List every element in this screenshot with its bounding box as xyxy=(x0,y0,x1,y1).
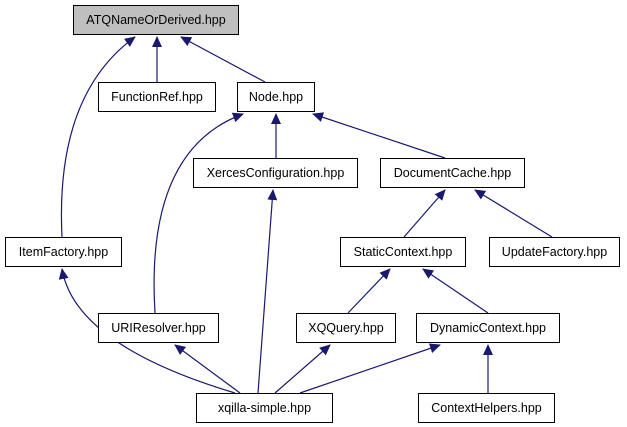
node-updatefactory[interactable]: UpdateFactory.hpp xyxy=(489,237,620,267)
edge-dynamiccontext-to-staticcontext xyxy=(422,268,489,314)
edge-xqillasimple-to-uriresolver xyxy=(174,344,241,394)
node-staticcontext[interactable]: StaticContext.hpp xyxy=(340,237,466,267)
node-xercesconfiguration[interactable]: XercesConfiguration.hpp xyxy=(193,158,358,188)
node-xqilla-simple[interactable]: xqilla-simple.hpp xyxy=(196,393,333,423)
node-atqnameorderived: ATQNameOrDerived.hpp xyxy=(73,5,239,35)
edge-documentcache-to-node xyxy=(312,112,446,159)
edge-updatefactory-to-documentcache xyxy=(474,189,553,238)
edge-xqillasimple-to-xercesconfig xyxy=(257,189,278,394)
edge-node-to-atq xyxy=(180,36,266,83)
node-dynamiccontext[interactable]: DynamicContext.hpp xyxy=(416,313,560,343)
edge-staticcontext-to-documentcache xyxy=(403,189,446,238)
edge-xqquery-to-staticcontext xyxy=(347,268,391,314)
edge-xqillasimple-to-dynamiccontext xyxy=(299,343,441,394)
edge-uriresolver-to-node xyxy=(153,112,244,314)
node-documentcache[interactable]: DocumentCache.hpp xyxy=(380,158,525,188)
node-functionref[interactable]: FunctionRef.hpp xyxy=(98,82,216,112)
node-uriresolver[interactable]: URIResolver.hpp xyxy=(98,313,219,343)
node-itemfactory[interactable]: ItemFactory.hpp xyxy=(5,237,122,267)
node-xqquery[interactable]: XQQuery.hpp xyxy=(296,313,396,343)
edge-xqillasimple-to-xqquery xyxy=(274,344,331,394)
node-contexthelpers[interactable]: ContextHelpers.hpp xyxy=(418,393,555,423)
node-node[interactable]: Node.hpp xyxy=(237,82,315,112)
edge-itemfactory-to-atq xyxy=(60,36,136,238)
